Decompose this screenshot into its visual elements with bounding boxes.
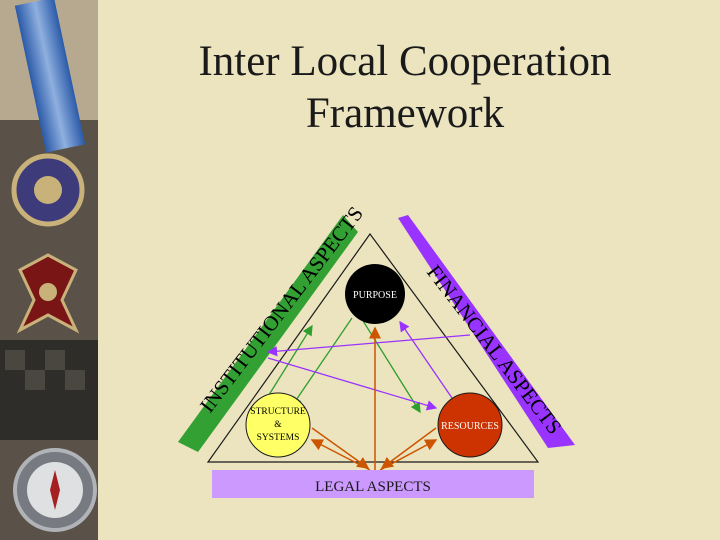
arrow-left-to-resources xyxy=(267,357,438,411)
arrow-structure-to-legal xyxy=(311,427,370,469)
slide-title: Inter Local Cooperation Framework xyxy=(100,36,710,140)
legal-aspects-band xyxy=(212,470,534,498)
systems-label: SYSTEMS xyxy=(257,433,300,443)
arrow-right-to-structure xyxy=(266,334,471,357)
framework-triangle xyxy=(206,232,540,463)
structure-ampersand-label: & xyxy=(274,420,282,430)
purpose-node xyxy=(345,264,405,324)
structure-systems-node xyxy=(245,392,311,458)
institutional-aspects-label: INSTITUTIONAL ASPECTS xyxy=(195,202,368,417)
arrow-legal-to-resources xyxy=(379,439,438,471)
arrow-legal-to-structure xyxy=(310,439,371,471)
legal-aspects-label: LEGAL ASPECTS xyxy=(315,479,431,495)
arrow-structure-to-purpose xyxy=(261,324,313,407)
medal-photo-image xyxy=(0,0,98,540)
financial-aspects-band xyxy=(398,215,575,448)
title-line-1: Inter Local Cooperation xyxy=(198,38,612,85)
resources-label: RESOURCES xyxy=(441,421,499,432)
resources-node xyxy=(437,392,503,458)
arrow-resources-to-legal xyxy=(380,427,437,469)
structure-label: STRUCTURE xyxy=(250,407,306,417)
decorative-photo-strip xyxy=(0,0,98,540)
purpose-label: PURPOSE xyxy=(353,290,397,301)
institutional-aspects-band xyxy=(178,215,358,452)
title-line-2: Framework xyxy=(305,90,505,137)
arrow-purpose-to-structure xyxy=(291,317,353,408)
arrow-resources-to-purpose xyxy=(399,320,453,399)
